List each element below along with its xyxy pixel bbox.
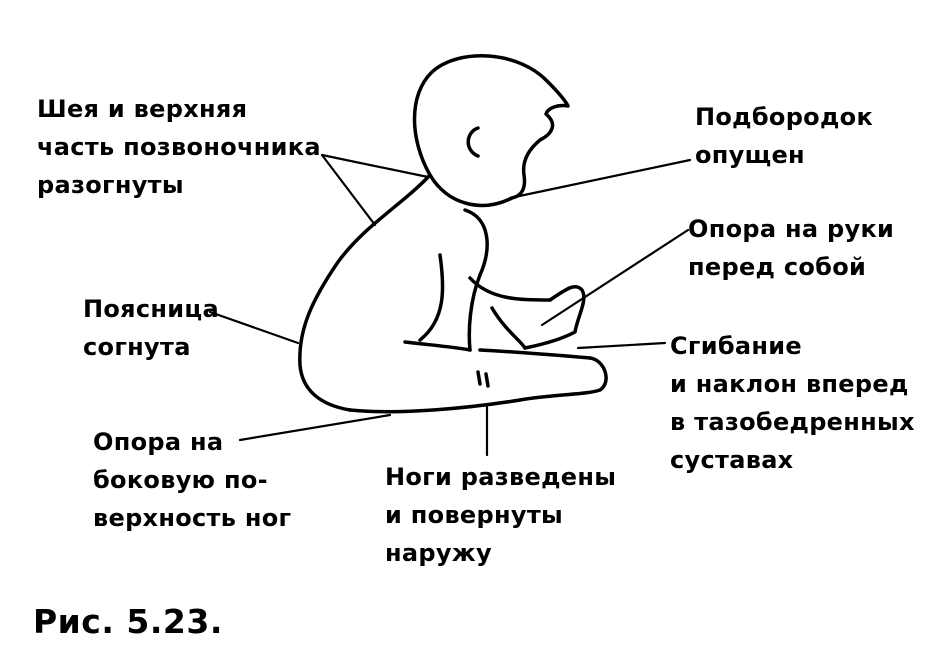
- arm-upper: [418, 253, 445, 342]
- label-lower-back: Поясница согнута: [83, 295, 219, 361]
- leader-neck-2: [320, 153, 430, 179]
- leader-legs-side: [238, 413, 392, 442]
- leader-hip: [576, 341, 667, 350]
- label-legs-apart: Ноги разведены и повернуты наружу: [385, 463, 617, 567]
- head-outline: [412, 54, 570, 208]
- leader-lower-back: [208, 310, 300, 345]
- hand-lower: [490, 306, 527, 350]
- label-legs-side: Опора на боковую по- верхность ног: [93, 428, 292, 532]
- label-chin: Подбородок опущен: [695, 103, 874, 169]
- forearm: [468, 276, 552, 302]
- hand: [523, 285, 586, 350]
- figure-caption: Рис. 5.23.: [33, 602, 223, 641]
- label-arms: Опора на руки перед собой: [688, 215, 895, 281]
- knee-mark: [476, 370, 490, 388]
- ear-outline: [466, 126, 480, 158]
- leader-arms: [540, 228, 690, 327]
- label-neck-spine: Шея и верхняя часть позвоночника разогну…: [37, 95, 321, 199]
- crotch-line: [403, 340, 472, 352]
- back-outline: [298, 173, 432, 412]
- leg-topline: [478, 348, 592, 360]
- leader-neck-1: [320, 153, 377, 227]
- torso-front: [463, 208, 489, 352]
- thigh-underside: [348, 356, 608, 414]
- label-hip: Сгибание и наклон вперед в тазобедренных…: [670, 332, 915, 474]
- leader-chin: [508, 158, 692, 200]
